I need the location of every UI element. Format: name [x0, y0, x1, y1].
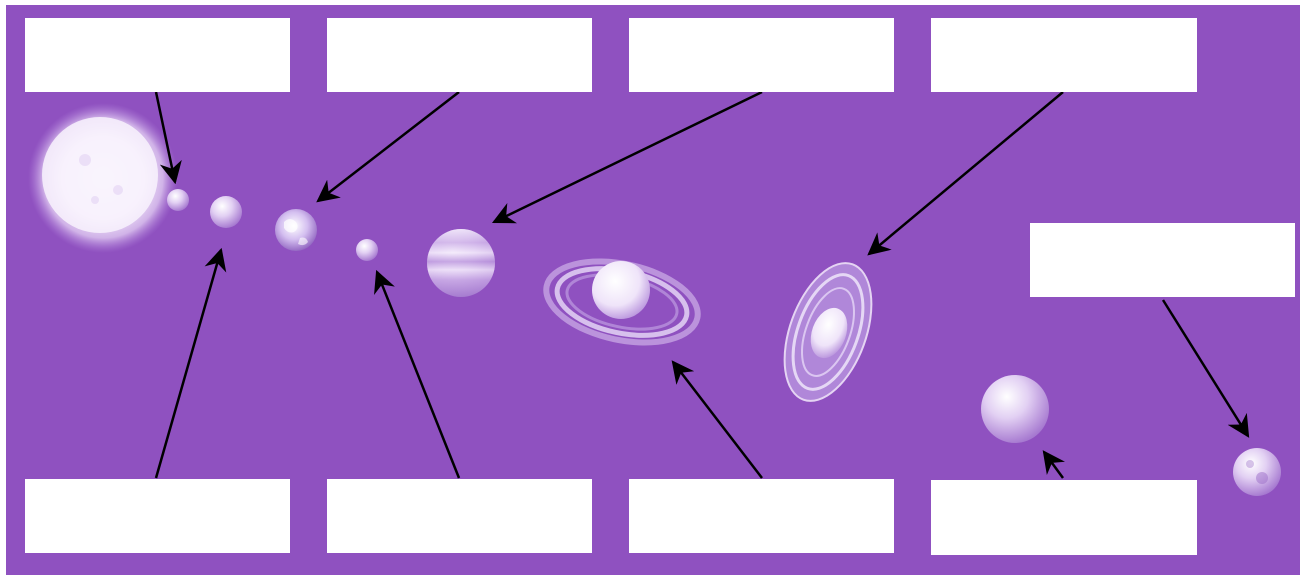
earth-icon	[275, 209, 317, 251]
arrow-bottom-3	[673, 362, 762, 478]
label-box-top-4[interactable]	[931, 18, 1197, 92]
mars-icon	[356, 239, 378, 261]
jupiter-icon	[427, 229, 495, 297]
neptune-icon	[981, 375, 1049, 443]
arrow-top-3	[494, 92, 762, 222]
arrow-bottom-4	[1044, 452, 1063, 478]
label-box-bottom-1[interactable]	[25, 479, 290, 553]
label-box-top-1[interactable]	[25, 18, 290, 92]
label-box-right-mid[interactable]	[1030, 223, 1295, 297]
pluto-icon	[1233, 448, 1281, 496]
uranus-icon	[768, 251, 889, 412]
saturn-icon	[539, 249, 705, 355]
label-box-bottom-4[interactable]	[931, 480, 1197, 555]
label-box-bottom-2[interactable]	[327, 479, 592, 553]
arrow-bottom-1	[156, 250, 221, 478]
label-box-top-3[interactable]	[629, 18, 894, 92]
arrow-top-2	[318, 92, 459, 201]
arrow-right-mid	[1163, 300, 1248, 436]
sun-icon	[28, 103, 178, 253]
arrow-bottom-2	[377, 272, 459, 478]
venus-icon	[210, 196, 242, 228]
label-box-top-2[interactable]	[327, 18, 592, 92]
mercury-icon	[167, 189, 189, 211]
label-box-bottom-3[interactable]	[629, 479, 894, 553]
